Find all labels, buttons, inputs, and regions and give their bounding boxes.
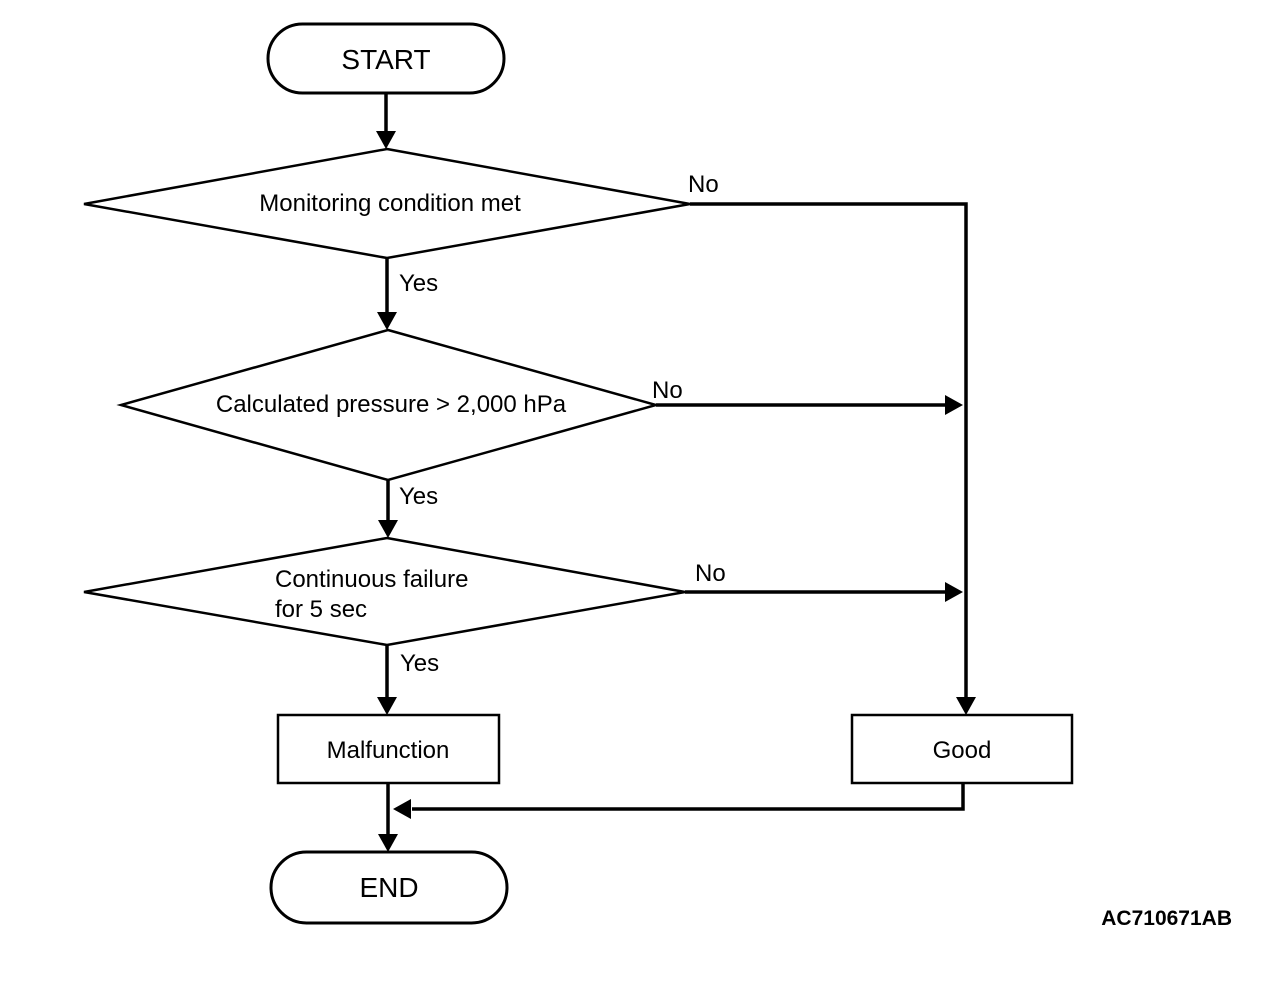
decision-pressure-label: Calculated pressure > 2,000 hPa	[216, 391, 567, 418]
process-box-shape	[276, 713, 501, 785]
edge-start-to-monitoring	[376, 93, 396, 149]
arrowhead-down-icon	[378, 834, 398, 852]
end-label: END	[359, 872, 418, 903]
decision-monitoring-label: Monitoring condition met	[259, 190, 521, 217]
edge-monitoring-no: No	[688, 171, 976, 715]
decision-diamond-shape	[83, 536, 686, 647]
process-box-shape	[850, 713, 1074, 785]
edge-continuous-yes: Yes	[377, 645, 439, 715]
arrowhead-right-icon	[945, 582, 963, 602]
edge-label-no: No	[688, 171, 719, 198]
edge-pressure-no: No	[652, 377, 963, 415]
edge-monitoring-yes: Yes	[377, 258, 438, 330]
decision-continuous-failure: Continuous failure for 5 sec	[83, 536, 686, 647]
arrowhead-right-icon	[945, 395, 963, 415]
edge-continuous-no: No	[685, 560, 963, 602]
edge-label-yes: Yes	[399, 483, 438, 510]
edge-label-no: No	[695, 560, 726, 587]
decision-continuous-label-line2: for 5 sec	[275, 596, 367, 623]
process-malfunction: Malfunction	[276, 713, 501, 785]
edge-label-yes: Yes	[399, 270, 438, 297]
arrowhead-down-icon	[378, 520, 398, 538]
edge-label-no: No	[652, 377, 683, 404]
arrowhead-down-icon	[956, 697, 976, 715]
decision-continuous-label-line1: Continuous failure	[275, 566, 468, 593]
edge-good-to-end	[393, 783, 965, 819]
arrowhead-left-icon	[393, 799, 411, 819]
decision-diamond-shape	[116, 328, 661, 482]
start-terminator-shape	[266, 22, 506, 95]
edge-line	[412, 783, 965, 811]
decision-diamond-shape	[83, 147, 691, 260]
arrowhead-down-icon	[376, 131, 396, 149]
end-terminator: END	[269, 850, 509, 925]
start-label: START	[341, 44, 430, 75]
end-terminator-shape	[269, 850, 509, 925]
good-label: Good	[933, 737, 992, 764]
edge-label-yes: Yes	[400, 650, 439, 677]
figure-code: AC710671AB	[1101, 907, 1232, 930]
process-good: Good	[850, 713, 1074, 785]
edge-line	[690, 202, 968, 698]
decision-calculated-pressure: Calculated pressure > 2,000 hPa	[116, 328, 661, 482]
edge-pressure-yes: Yes	[378, 480, 438, 538]
arrowhead-down-icon	[377, 312, 397, 330]
edge-malfunction-to-end	[378, 783, 398, 852]
malfunction-label: Malfunction	[327, 737, 450, 764]
decision-monitoring-condition: Monitoring condition met	[83, 147, 691, 260]
arrowhead-down-icon	[377, 697, 397, 715]
start-terminator: START	[266, 22, 506, 95]
